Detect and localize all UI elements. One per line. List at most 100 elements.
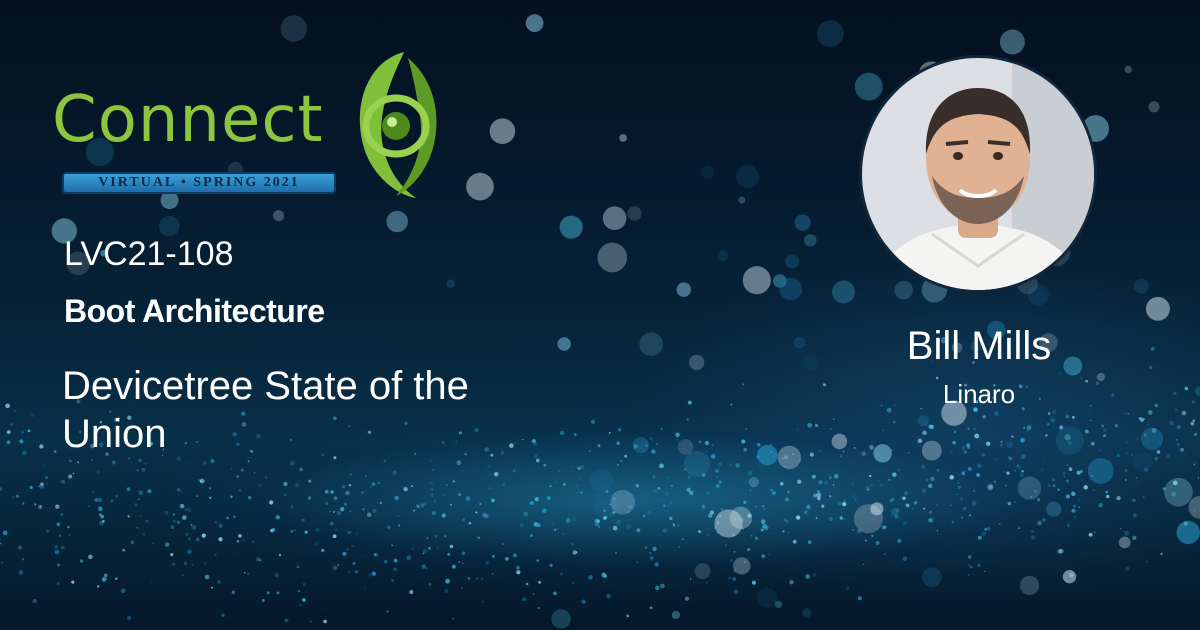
particle-dot — [236, 475, 240, 478]
particle-dot — [993, 480, 996, 483]
particle-dot — [186, 534, 188, 537]
particle-dot — [283, 481, 288, 487]
particle-dot — [233, 515, 236, 519]
particle-dot — [597, 444, 601, 448]
particle-dot — [792, 539, 797, 544]
particle-dot — [897, 468, 901, 472]
particle-dot — [199, 478, 205, 484]
particle-dot — [6, 430, 11, 434]
particle-dot — [434, 535, 438, 538]
particle-dot — [869, 444, 874, 450]
particle-dot — [214, 521, 218, 524]
particle-dot — [866, 485, 870, 490]
particle-dot — [136, 527, 139, 529]
particle-dot — [842, 518, 846, 521]
particle-dot — [706, 491, 711, 495]
bokeh-circle — [676, 282, 692, 297]
particle-dot — [233, 551, 235, 553]
particle-dot — [60, 545, 65, 550]
particle-dot — [110, 500, 113, 503]
particle-dot — [543, 463, 547, 467]
particle-dot — [114, 577, 118, 580]
particle-dot — [349, 473, 352, 476]
bokeh-circle — [1055, 426, 1084, 455]
particle-dot — [372, 508, 377, 513]
particle-dot — [905, 503, 910, 508]
particle-dot — [422, 552, 424, 554]
particle-dot — [571, 581, 575, 585]
particle-dot — [142, 532, 146, 536]
particle-dot — [138, 490, 144, 496]
particle-dot — [1176, 443, 1180, 447]
particle-dot — [807, 422, 813, 428]
particle-dot — [973, 407, 978, 412]
particle-dot — [500, 451, 504, 455]
particle-dot — [128, 457, 131, 460]
particle-dot — [968, 555, 972, 559]
particle-dot — [325, 608, 327, 610]
particle-dot — [789, 580, 794, 585]
particle-dot — [845, 586, 850, 591]
particle-dot — [172, 519, 176, 523]
particle-dot — [902, 556, 908, 562]
bokeh-circle — [1027, 284, 1049, 306]
particle-dot — [187, 508, 192, 513]
particle-dot — [490, 453, 494, 457]
particle-dot — [829, 495, 832, 498]
particle-dot — [432, 511, 436, 515]
particle-dot — [1147, 423, 1149, 426]
bokeh-circle — [890, 508, 899, 516]
particle-dot — [566, 518, 571, 523]
particle-dot — [954, 430, 957, 433]
particle-dot — [1127, 412, 1130, 415]
particle-dot — [911, 507, 915, 511]
particle-dot — [787, 491, 790, 494]
particle-dot — [749, 520, 752, 523]
bokeh-circle — [733, 557, 751, 575]
particle-dot — [442, 494, 445, 496]
particle-dot — [444, 535, 447, 538]
particle-dot — [605, 516, 608, 519]
particle-dot — [654, 562, 659, 567]
particle-dot — [708, 513, 713, 518]
particle-dot — [652, 546, 657, 551]
particle-dot — [536, 559, 539, 562]
particle-dot — [609, 503, 611, 506]
particle-dot — [126, 487, 131, 491]
particle-dot — [882, 429, 884, 432]
particle-dot — [355, 532, 359, 535]
particle-dot — [130, 461, 133, 464]
particle-dot — [243, 571, 246, 574]
particle-dot — [364, 475, 367, 478]
particle-dot — [897, 538, 902, 544]
particle-dot — [6, 440, 11, 445]
particle-dot — [1147, 410, 1153, 415]
particle-dot — [329, 521, 334, 526]
particle-dot — [878, 479, 881, 483]
particle-dot — [829, 427, 832, 430]
particle-dot — [761, 554, 766, 559]
particle-dot — [152, 542, 154, 544]
particle-dot — [832, 418, 835, 421]
particle-dot — [226, 516, 229, 520]
bokeh-circle — [677, 439, 694, 455]
particle-dot — [1099, 449, 1102, 452]
particle-dot — [39, 444, 44, 449]
bokeh-circle — [773, 274, 787, 288]
particle-dot — [252, 540, 255, 543]
particle-dot — [58, 534, 62, 537]
particle-dot — [141, 467, 146, 472]
particle-dot — [210, 458, 215, 464]
particle-dot — [573, 433, 577, 436]
particle-dot — [179, 503, 185, 509]
particle-dot — [19, 439, 24, 444]
particle-dot — [1197, 477, 1200, 479]
particle-dot — [928, 424, 933, 429]
particle-dot — [1036, 498, 1041, 502]
particle-dot — [441, 513, 446, 518]
particle-dot — [616, 441, 620, 445]
particle-dot — [1004, 484, 1008, 487]
particle-dot — [813, 493, 818, 498]
particle-dot — [1059, 425, 1064, 430]
bokeh-circle — [779, 277, 803, 301]
